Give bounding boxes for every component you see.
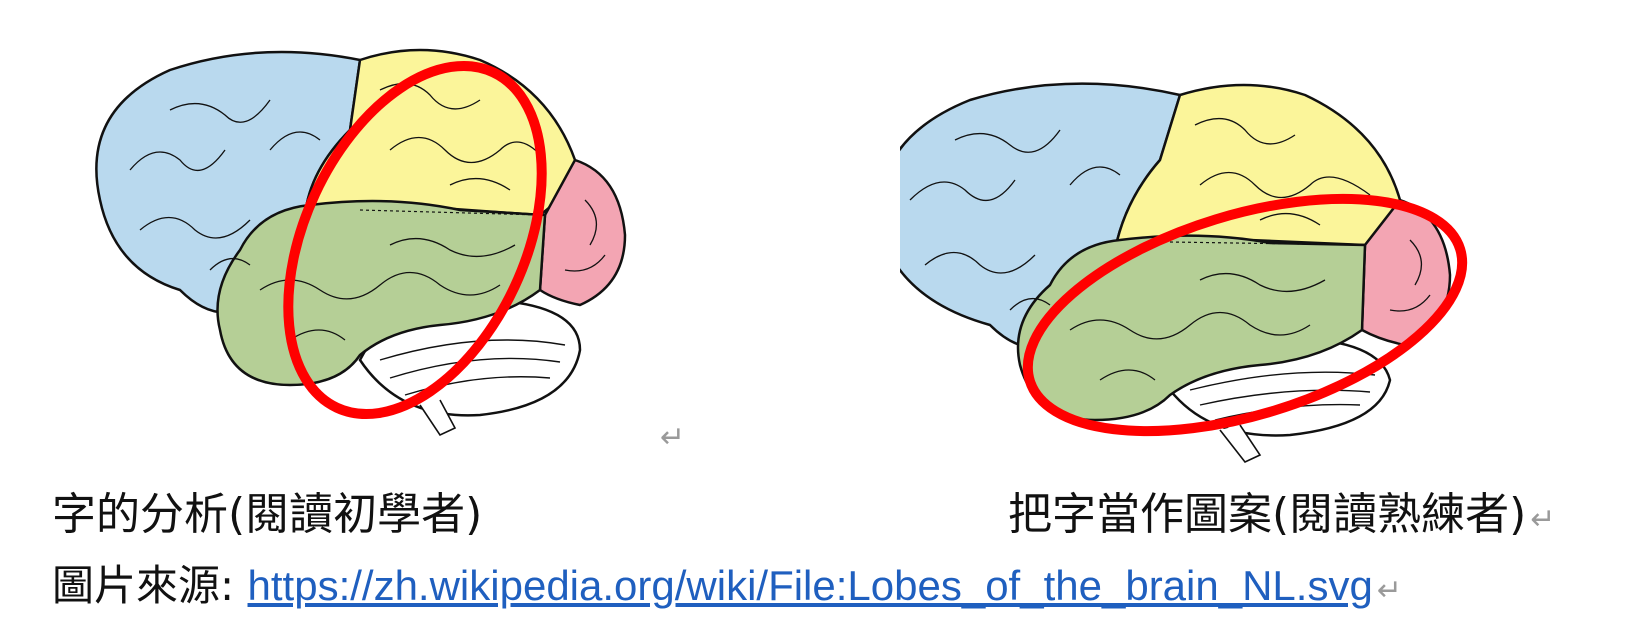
paragraph-mark-floating: ↵: [660, 420, 686, 455]
occipital-lobe-region: [538, 158, 627, 307]
source-link[interactable]: https://zh.wikipedia.org/wiki/File:Lobes…: [247, 562, 1373, 609]
caption-left: 字的分析(閱讀初學者): [52, 478, 482, 542]
caption-left-text: 字的分析(閱讀初學者): [52, 489, 483, 540]
paragraph-mark-source: ↵: [1376, 573, 1402, 608]
brain-diagram-left: [95, 48, 627, 437]
source-label: 圖片來源:: [52, 561, 248, 610]
highlight-ellipse-left: [283, 61, 547, 419]
image-source-line: 圖片來源: https://zh.wikipedia.org/wiki/File…: [52, 552, 1402, 613]
brain-figure-left: [60, 0, 780, 470]
brain-figure-right: [900, 0, 1640, 470]
caption-right: 把字當作圖案(閱讀熟練者)↵: [1008, 478, 1555, 542]
brain-diagram-right: [900, 82, 1468, 463]
paragraph-mark: ↵: [1530, 502, 1556, 537]
highlight-ellipse-right: [1022, 193, 1468, 437]
caption-right-text: 把字當作圖案(閱讀熟練者): [1008, 489, 1527, 540]
